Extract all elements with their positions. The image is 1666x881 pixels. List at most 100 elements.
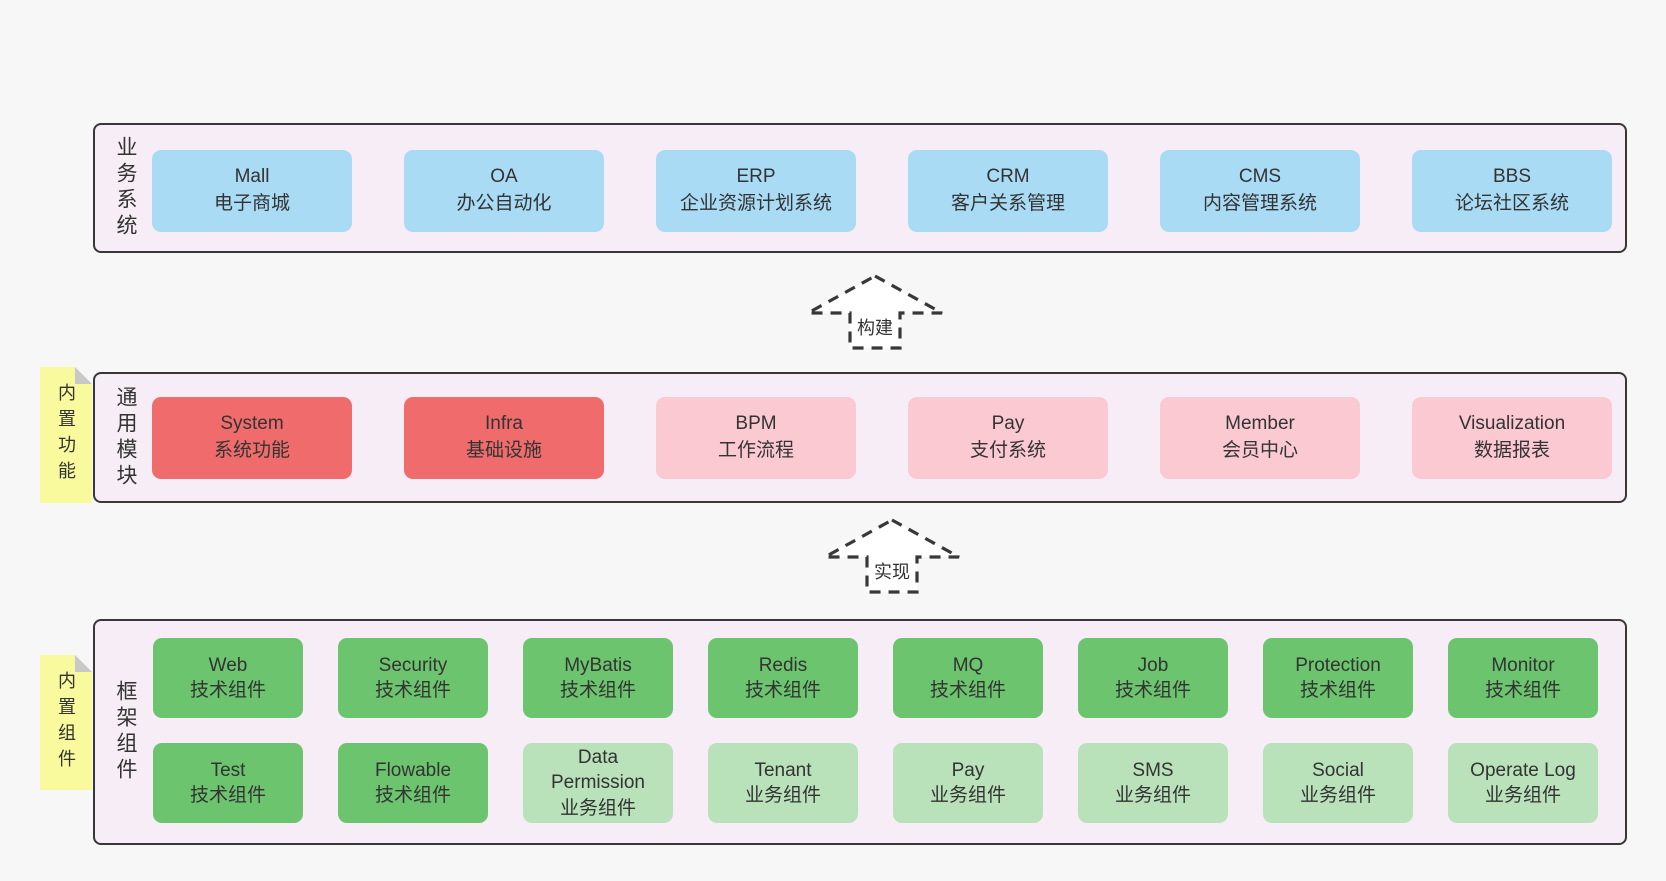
box-desc: 内容管理系统 [1202, 193, 1317, 214]
note-built-in-components: 内置组件 [40, 655, 92, 790]
box-desc: 基础设施 [465, 440, 542, 461]
box-sms: SMS 业务组件 [1078, 743, 1228, 823]
box-operate-log: Operate Log 业务组件 [1448, 743, 1598, 823]
arrow-build-label: 构建 [857, 318, 893, 338]
box-name: Job [1137, 654, 1169, 676]
box-desc: 技术组件 [1114, 680, 1191, 701]
layer-common-modules: 通用模块 System 系统功能 Infra 基础设施 BPM 工作流程 Pay… [93, 372, 1627, 503]
box-desc: 技术组件 [374, 680, 451, 701]
box-desc: 技术组件 [929, 680, 1006, 701]
box-desc: 数据报表 [1473, 440, 1550, 461]
box-name: OA [490, 166, 518, 188]
box-data-permission: Data Permission 业务组件 [523, 743, 673, 823]
box-desc: 技术组件 [189, 785, 266, 806]
box-web: Web 技术组件 [153, 638, 303, 718]
box-name: Pay [991, 413, 1025, 435]
box-name: MyBatis [564, 654, 632, 676]
box-name: Member [1225, 413, 1295, 435]
layer-label-common-modules: 通用模块 [114, 385, 137, 490]
box-name: Data Permission [551, 747, 645, 794]
box-name: CMS [1238, 166, 1282, 188]
box-name: Flowable [374, 759, 452, 781]
box-desc: 技术组件 [559, 680, 636, 701]
box-name: Protection [1295, 654, 1381, 676]
box-social: Social 业务组件 [1263, 743, 1413, 823]
box-desc: 工作流程 [717, 440, 794, 461]
box-protection: Protection 技术组件 [1263, 638, 1413, 718]
box-name: BPM [735, 413, 777, 435]
box-name: Infra [484, 413, 524, 435]
box-name: Operate Log [1470, 759, 1576, 781]
box-monitor: Monitor 技术组件 [1448, 638, 1598, 718]
box-name: Tenant [754, 759, 812, 781]
box-desc: 业务组件 [929, 785, 1006, 806]
layer-business-systems: 业务系统 Mall 电子商城 OA 办公自动化 ERP 企业资源计划系统 CRM… [93, 123, 1627, 253]
layer-framework-components: 框架组件 Web 技术组件 Security 技术组件 MyBatis 技术组件… [93, 619, 1627, 845]
business-systems-row: Mall 电子商城 OA 办公自动化 ERP 企业资源计划系统 CRM 客户关系… [152, 150, 1612, 232]
box-test: Test 技术组件 [153, 743, 303, 823]
box-name: Test [210, 759, 246, 781]
box-name: ERP [736, 166, 776, 188]
box-desc: 技术组件 [374, 785, 451, 806]
box-pay-component: Pay 业务组件 [893, 743, 1043, 823]
box-infra: Infra 基础设施 [404, 397, 604, 479]
box-visualization: Visualization 数据报表 [1412, 397, 1612, 479]
layer-label-business-systems: 业务系统 [114, 136, 137, 240]
box-name: Social [1312, 759, 1364, 781]
box-desc: 技术组件 [1299, 680, 1376, 701]
box-desc: 业务组件 [1299, 785, 1376, 806]
box-name: BBS [1492, 166, 1532, 188]
box-redis: Redis 技术组件 [708, 638, 858, 718]
note-built-in-features: 内置功能 [40, 367, 92, 503]
common-modules-row: System 系统功能 Infra 基础设施 BPM 工作流程 Pay 支付系统… [152, 397, 1612, 479]
layer-label-framework-components: 框架组件 [114, 680, 137, 784]
dashed-up-arrow-icon [807, 274, 943, 350]
box-flowable: Flowable 技术组件 [338, 743, 488, 823]
box-security: Security 技术组件 [338, 638, 488, 718]
box-desc: 业务组件 [1484, 785, 1561, 806]
box-name: CRM [986, 166, 1030, 188]
box-crm: CRM 客户关系管理 [908, 150, 1108, 232]
box-name: SMS [1132, 759, 1174, 781]
box-desc: 支付系统 [969, 440, 1046, 461]
box-desc: 电子商城 [213, 193, 290, 214]
box-desc: 会员中心 [1221, 440, 1298, 461]
box-mall: Mall 电子商城 [152, 150, 352, 232]
framework-components-row-1: Web 技术组件 Security 技术组件 MyBatis 技术组件 Redi… [153, 638, 1598, 718]
box-mq: MQ 技术组件 [893, 638, 1043, 718]
box-oa: OA 办公自动化 [404, 150, 604, 232]
box-pay-module: Pay 支付系统 [908, 397, 1108, 479]
note-text: 内置功能 [56, 383, 76, 487]
framework-components-row-2: Test 技术组件 Flowable 技术组件 Data Permission … [153, 743, 1598, 823]
box-desc: 客户关系管理 [950, 193, 1065, 214]
box-desc: 技术组件 [1484, 680, 1561, 701]
box-name: Visualization [1458, 413, 1566, 435]
arrow-build: 构建 [805, 273, 945, 351]
arrow-implement-label: 实现 [874, 562, 910, 582]
box-desc: 技术组件 [744, 680, 821, 701]
box-desc: 企业资源计划系统 [679, 193, 832, 214]
note-text: 内置组件 [56, 670, 76, 775]
box-name: Mall [234, 166, 270, 188]
box-bbs: BBS 论坛社区系统 [1412, 150, 1612, 232]
box-desc: 业务组件 [559, 797, 636, 819]
box-mybatis: MyBatis 技术组件 [523, 638, 673, 718]
box-system: System 系统功能 [152, 397, 352, 479]
box-name: Web [208, 654, 248, 676]
box-erp: ERP 企业资源计划系统 [656, 150, 856, 232]
dashed-up-arrow-icon [824, 518, 960, 594]
box-desc: 系统功能 [213, 440, 290, 461]
box-desc: 业务组件 [1114, 785, 1191, 806]
box-desc: 办公自动化 [456, 193, 552, 214]
arrow-implement: 实现 [822, 517, 962, 595]
box-name: Security [378, 654, 448, 676]
box-cms: CMS 内容管理系统 [1160, 150, 1360, 232]
box-name: Monitor [1491, 654, 1555, 676]
box-name: System [220, 413, 284, 435]
box-member: Member 会员中心 [1160, 397, 1360, 479]
box-job: Job 技术组件 [1078, 638, 1228, 718]
box-desc: 论坛社区系统 [1454, 193, 1569, 214]
box-name: Redis [758, 654, 808, 676]
box-name: MQ [952, 654, 984, 676]
